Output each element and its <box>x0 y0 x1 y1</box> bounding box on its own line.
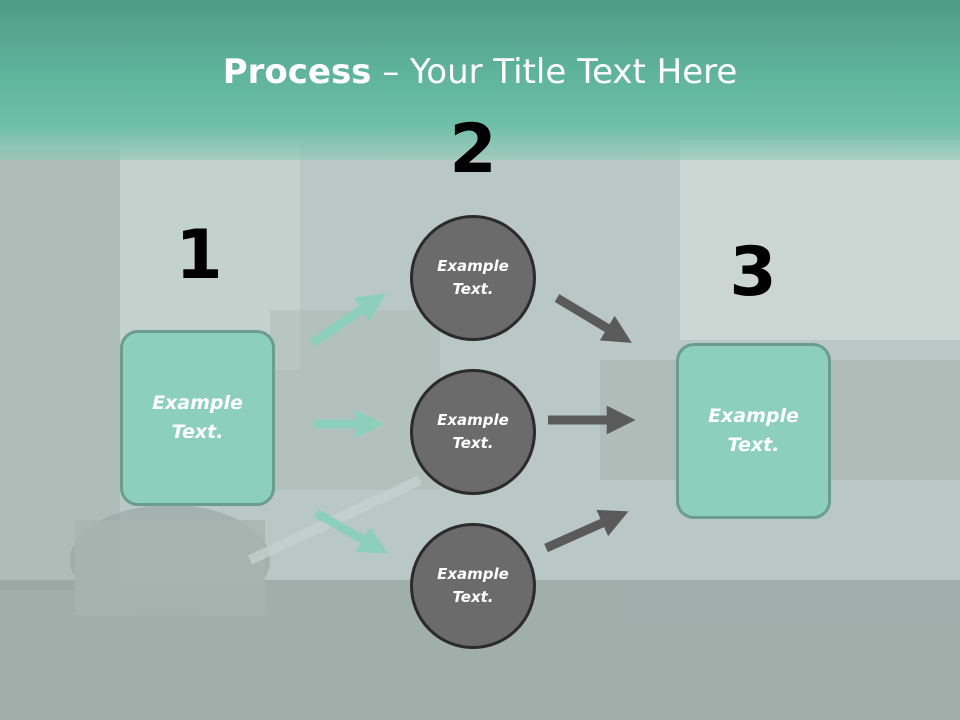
step-1-number: 1 <box>175 216 223 295</box>
step-2-number: 2 <box>449 110 497 189</box>
step-2-circle-3: Example Text. <box>410 523 536 649</box>
step-2-circle-2: Example Text. <box>410 369 536 495</box>
circle-3-text: Example Text. <box>437 565 509 606</box>
slide-title: Process – Your Title Text Here <box>0 52 960 92</box>
circle-2-text: Example Text. <box>437 411 509 452</box>
step-1-text: Example Text. <box>152 392 243 443</box>
step-3-number: 3 <box>729 233 777 312</box>
step-3-text: Example Text. <box>708 405 799 456</box>
circle-1-text: Example Text. <box>437 257 509 298</box>
step-3-box: Example Text. <box>676 343 831 519</box>
title-bar <box>0 0 960 160</box>
title-rest: – Your Title Text Here <box>371 52 738 92</box>
step-1-box: Example Text. <box>120 330 275 506</box>
title-bold: Process <box>222 52 372 92</box>
arrow-step1-to-circle3 <box>313 509 389 554</box>
arrow-step1-to-circle1 <box>309 293 386 347</box>
arrow-circle1-to-step3 <box>554 294 632 343</box>
step-2-circle-1: Example Text. <box>410 215 536 341</box>
arrow-circle3-to-step3 <box>544 509 629 553</box>
